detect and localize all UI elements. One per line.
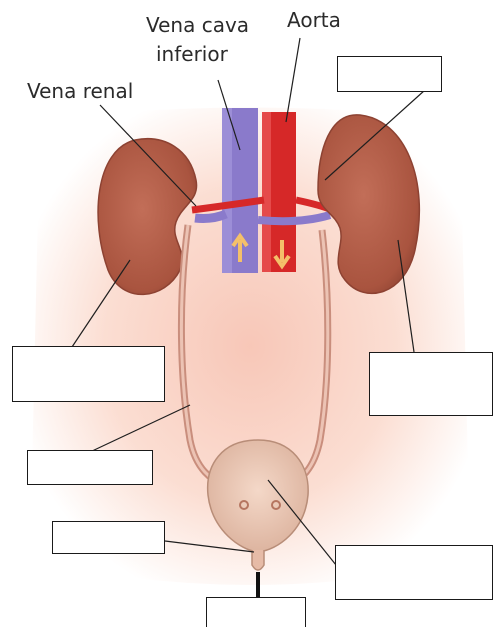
renal-vein-left: [195, 214, 226, 219]
vena-cava-label-line2: inferior: [156, 43, 228, 65]
answer-box-bottom[interactable]: [206, 597, 306, 627]
vena-cava-label-line1: Vena cava: [146, 14, 249, 36]
answer-box-right-kidney[interactable]: [369, 352, 493, 416]
vena-renal-label: Vena renal: [27, 80, 133, 102]
urethra: [252, 550, 264, 570]
answer-box-ureter[interactable]: [27, 450, 153, 485]
answer-box-bladder[interactable]: [335, 545, 493, 600]
answer-box-urethra[interactable]: [52, 521, 165, 554]
answer-box-top-right[interactable]: [337, 56, 442, 92]
answer-box-left-kidney[interactable]: [12, 346, 165, 402]
aorta-label: Aorta: [287, 9, 341, 31]
